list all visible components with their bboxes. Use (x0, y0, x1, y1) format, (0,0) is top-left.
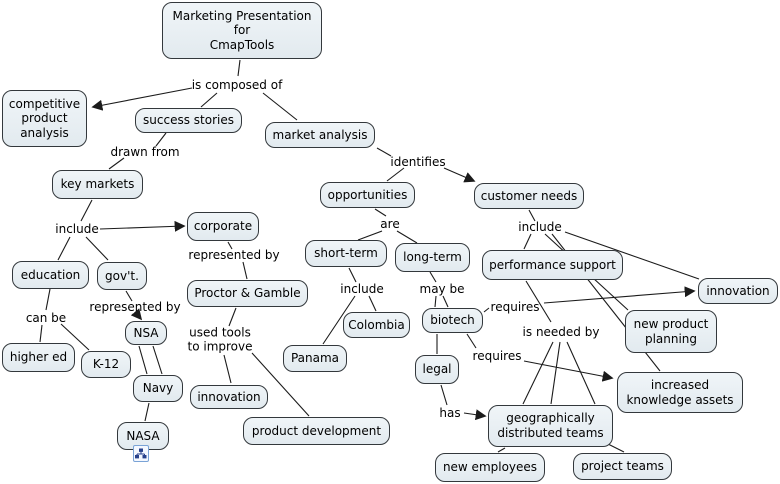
edge-include-to-education (57, 236, 71, 261)
node-market-analysis[interactable]: market analysis (265, 122, 375, 148)
edge-can-be-to-k-12 (60, 323, 90, 351)
edge-education-to-can-be (45, 288, 51, 311)
edge-are-to-short-term (357, 230, 383, 241)
node-proctor-gamble[interactable]: Proctor & Gamble (187, 280, 308, 307)
link-label-requires-innovation[interactable]: requires (490, 299, 540, 314)
node-project-teams[interactable]: project teams (573, 453, 672, 480)
link-label-include-key-markets[interactable]: include (55, 221, 99, 236)
link-label-is-composed-of[interactable]: is composed of (191, 77, 283, 92)
node-innovation-right[interactable]: innovation (698, 278, 778, 304)
edge-is-composed-of-to-market-analysis (262, 92, 298, 121)
edge-represented-by-to-proctor-gamble (242, 261, 248, 280)
node-legal[interactable]: legal (415, 355, 459, 384)
edge-key-markets-to-include (80, 199, 93, 222)
edge-identifies-to-opportunities (386, 167, 405, 182)
link-label-identifies[interactable]: identifies (390, 154, 446, 169)
edge-proctor-gamble-to-used-tools (228, 307, 237, 327)
edge-is-needed-by-to-geo-teams-a (522, 341, 554, 405)
edge-is-needed-by-to-geo-teams-b (550, 341, 561, 405)
edge-has-to-geo-teams (463, 409, 487, 421)
link-label-requires-knowledge[interactable]: requires (472, 348, 522, 363)
edge-corporate-to-represented-by (227, 241, 233, 250)
link-label-represented-by-corporate[interactable]: represented by (188, 247, 280, 262)
node-geographically-distributed-teams[interactable]: geographically distributed teams (488, 405, 613, 447)
edge-used-tools-to-product-development (251, 352, 310, 417)
node-education[interactable]: education (12, 261, 89, 289)
edge-opportunities-to-are (374, 208, 387, 217)
link-label-has[interactable]: has (439, 405, 461, 420)
edge-requires-to-increased-knowledge-assets (523, 360, 614, 382)
edge-can-be-to-higher-ed (39, 324, 43, 343)
edge-may-be-to-biotech-a (434, 295, 437, 308)
edge-may-be-to-biotech-b (442, 295, 449, 308)
edge-is-composed-of-to-success-stories (200, 92, 218, 108)
edge-geo-teams-to-new-employees (497, 447, 506, 453)
node-marketing-presentation[interactable]: Marketing Presentation for CmapTools (162, 2, 322, 59)
node-performance-support[interactable]: performance support (482, 250, 623, 280)
edge-drawn-from-to-key-markets (108, 157, 125, 170)
edge-are-to-long-term (396, 230, 418, 244)
edge-include-to-innovation-right (564, 231, 700, 280)
node-success-stories[interactable]: success stories (135, 108, 242, 133)
node-nsa[interactable]: NSA (125, 321, 167, 345)
edge-represented-by-to-nsa (130, 308, 143, 321)
node-corporate[interactable]: corporate (187, 212, 259, 241)
node-biotech[interactable]: biotech (422, 308, 483, 333)
node-new-product-planning[interactable]: new product planning (625, 310, 717, 353)
edge-govt-to-represented-by (125, 290, 133, 302)
nested-cmap-glyph (135, 448, 147, 458)
edge-include-to-colombia (368, 295, 377, 312)
node-key-markets[interactable]: key markets (52, 170, 143, 199)
edge-geo-teams-to-project-teams (607, 443, 625, 453)
edge-nsa-to-navy-a (138, 345, 148, 375)
node-govt[interactable]: gov't. (97, 262, 147, 290)
edge-market-analysis-to-identifies (376, 147, 392, 157)
node-innovation-left[interactable]: innovation (190, 385, 268, 409)
edge-performance-support-to-is-needed-by (525, 280, 552, 323)
node-increased-knowledge-assets[interactable]: increased knowledge assets (617, 372, 743, 413)
edge-biotech-to-requires-2 (466, 333, 477, 349)
node-short-term[interactable]: short-term (305, 240, 387, 267)
link-label-can-be[interactable]: can be (25, 310, 67, 325)
link-label-are[interactable]: are (380, 216, 400, 231)
link-label-include-customer-needs[interactable]: include (518, 219, 562, 234)
link-label-used-tools-to-improve[interactable]: used tools to improve (187, 325, 253, 354)
link-label-drawn-from[interactable]: drawn from (110, 144, 180, 159)
edge-navy-to-nasa (144, 402, 150, 422)
edge-success-stories-to-drawn-from (155, 132, 167, 147)
node-competitive-product-analysis[interactable]: competitive product analysis (2, 90, 87, 147)
edge-include-to-govt (85, 236, 109, 261)
link-label-represented-by-govt[interactable]: represented by (89, 299, 181, 314)
link-label-include-short-term[interactable]: include (340, 281, 384, 296)
link-label-is-needed-by[interactable]: is needed by (522, 324, 600, 339)
node-colombia[interactable]: Colombia (343, 312, 410, 338)
node-navy[interactable]: Navy (133, 375, 183, 402)
edge-biotech-to-requires-1 (483, 307, 490, 313)
node-opportunities[interactable]: opportunities (320, 182, 415, 208)
edge-requires-to-innovation-right (543, 286, 696, 304)
node-higher-ed[interactable]: higher ed (2, 343, 75, 372)
node-long-term[interactable]: long-term (395, 243, 470, 272)
edge-include-to-panama (322, 295, 356, 345)
edge-customer-needs-to-include (528, 209, 536, 222)
link-label-may-be[interactable]: may be (419, 281, 465, 296)
edge-used-tools-to-innovation-left (223, 354, 232, 384)
edge-include-to-performance-support (523, 233, 532, 250)
edge-legal-to-has (440, 384, 448, 406)
edge-marketing-to-is-composed-of (237, 59, 241, 77)
edge-include-to-corporate (99, 220, 186, 232)
node-customer-needs[interactable]: customer needs (474, 183, 584, 209)
nested-cmap-icon[interactable] (133, 445, 149, 462)
node-k-12[interactable]: K-12 (81, 351, 131, 378)
node-panama[interactable]: Panama (283, 345, 347, 372)
edge-long-term-to-may-be (429, 271, 437, 283)
edge-is-needed-by-to-geo-teams-c (566, 341, 596, 405)
edge-is-composed-of-to-competitive-product-analysis (91, 87, 193, 111)
edge-identifies-to-customer-needs (443, 167, 476, 183)
node-new-employees[interactable]: new employees (435, 453, 545, 482)
edge-short-term-to-include (348, 267, 357, 283)
node-product-development[interactable]: product development (243, 417, 390, 445)
edge-nsa-to-navy-b (152, 345, 163, 375)
